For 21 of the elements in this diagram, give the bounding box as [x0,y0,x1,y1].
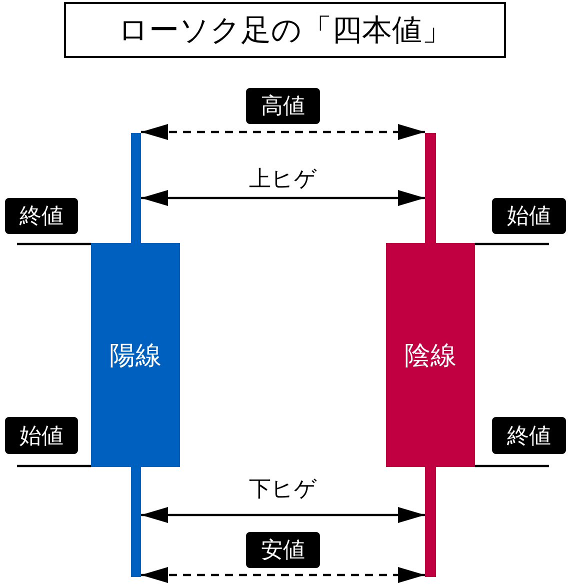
double-arrow [141,190,425,206]
candle-wick [425,133,436,243]
price-tag: 高値 [246,88,320,124]
price-tag: 終値 [5,198,78,234]
candle-wick [425,467,436,577]
price-tag: 終値 [492,417,566,454]
price-tag: 始値 [492,198,566,234]
level-line [17,242,91,246]
dashed-double-arrow [141,567,425,583]
dashed-double-arrow [141,124,425,140]
double-arrow [141,507,425,523]
level-line [475,242,549,246]
title: ローソク足の「四本値」 [64,2,506,58]
price-tag: 安値 [246,532,320,568]
level-line [475,464,549,468]
level-line [17,464,91,468]
candle-wick [131,133,141,243]
candle-body: 陽線 [91,243,180,467]
candle-wick [131,467,141,577]
price-tag: 始値 [5,417,78,454]
candle-body: 陰線 [386,243,475,467]
